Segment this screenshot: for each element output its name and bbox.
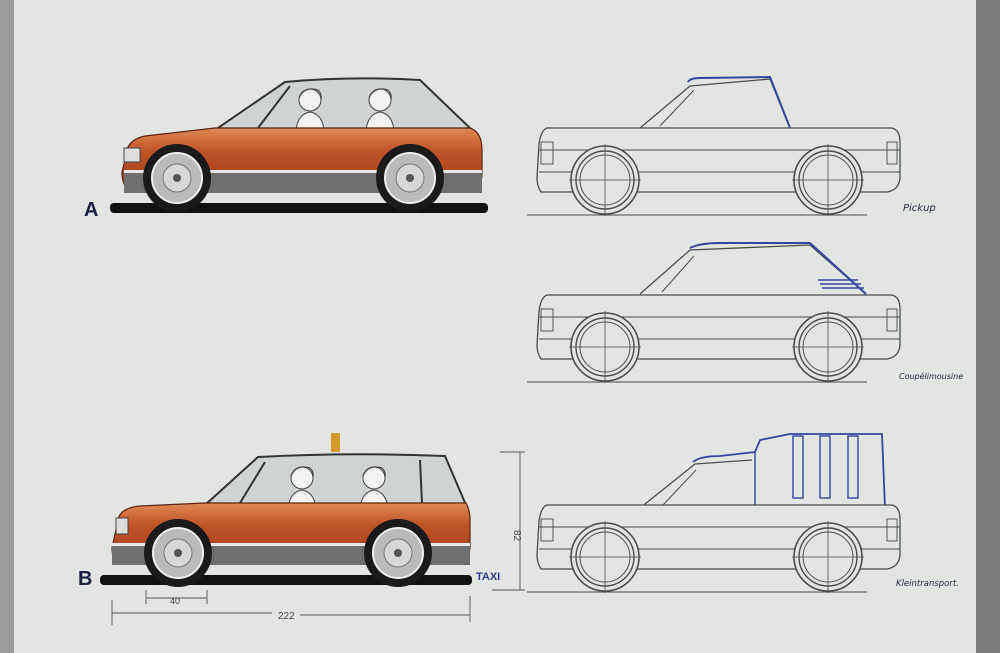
car-a-illustration <box>110 77 488 213</box>
pickup-outline <box>527 75 900 216</box>
variant-b-label: B <box>78 568 92 590</box>
taxi-roof-light <box>331 433 340 452</box>
variant-label-kleintransport: Kleintransport. <box>896 579 959 589</box>
length-dimension: 222 <box>278 611 295 622</box>
taxi-label: TAXI <box>476 571 500 583</box>
variant-a-label: A <box>84 199 98 221</box>
kleintransport-outline <box>527 433 900 593</box>
height-dimension: 82 <box>511 530 522 542</box>
car-b-illustration <box>100 433 472 588</box>
variant-label-pickup: Pickup <box>903 203 936 214</box>
coupelimousine-outline <box>527 242 900 383</box>
variant-label-coupelimousine: Coupélimousine <box>899 371 963 381</box>
dimension-lines <box>111 451 525 625</box>
wheel-dimension: 40 <box>170 596 180 606</box>
